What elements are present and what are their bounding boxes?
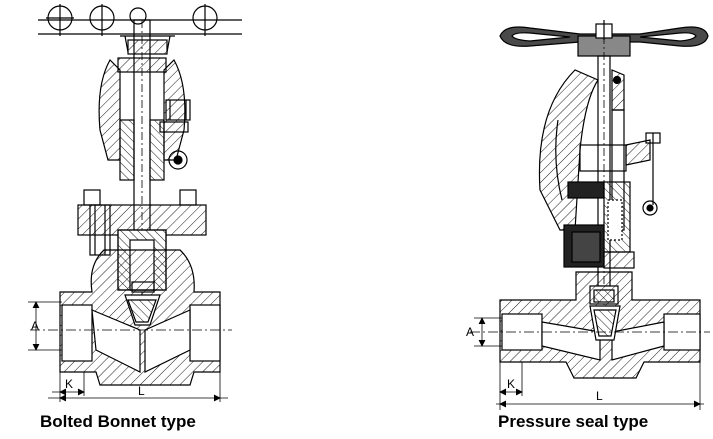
left-dimensions: [28, 301, 228, 402]
right-yoke: [538, 69, 661, 231]
right-dimensions: [474, 317, 704, 410]
right-dim-k-label: K: [507, 377, 515, 391]
right-dim-a-label: A: [466, 325, 474, 339]
pressure-seal-caption: Pressure seal type: [498, 412, 649, 431]
right-dim-l-label: L: [596, 389, 603, 403]
left-handwheel: [38, 4, 242, 55]
left-dim-l-label: L: [138, 384, 145, 398]
pressure-seal-valve: [470, 20, 710, 410]
left-yoke: [98, 57, 191, 181]
left-dim-k-label: K: [65, 377, 73, 391]
left-dim-a-label: A: [31, 319, 39, 333]
left-body: [59, 249, 221, 386]
right-body: [499, 271, 701, 379]
bolted-bonnet-caption: Bolted Bonnet type: [40, 412, 196, 431]
right-bonnet: [563, 181, 635, 305]
bolted-bonnet-valve: [28, 4, 242, 402]
